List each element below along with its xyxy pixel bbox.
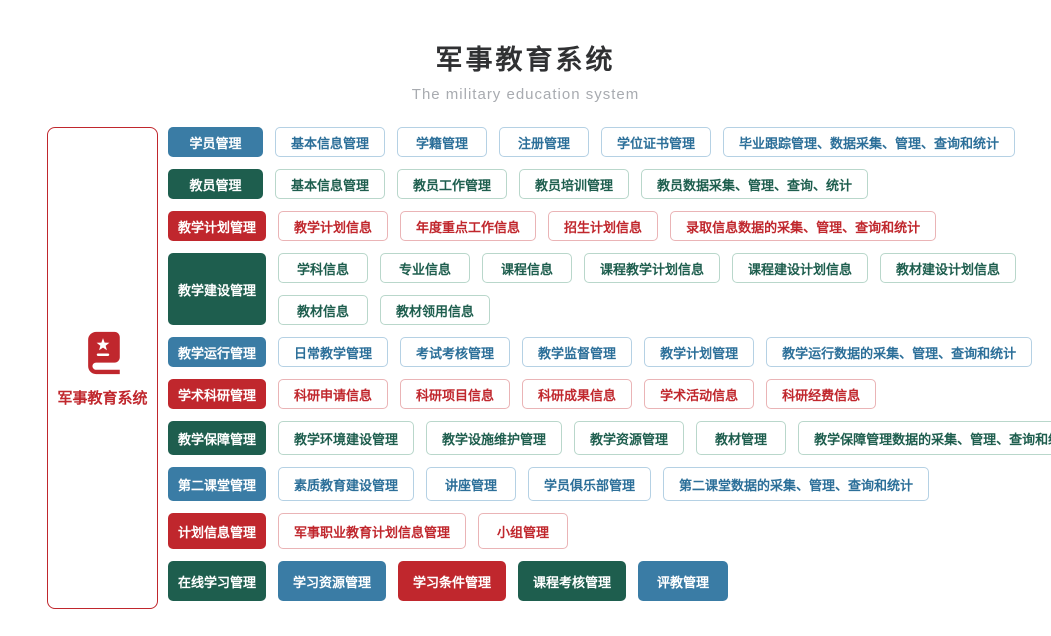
row-items: 素质教育建设管理讲座管理学员俱乐部管理第二课堂数据的采集、管理、查询和统计 <box>278 467 930 501</box>
item-button[interactable]: 学习条件管理 <box>398 561 507 601</box>
item-button[interactable]: 学术活动信息 <box>644 379 755 409</box>
item-button[interactable]: 教学环境建设管理 <box>278 421 415 455</box>
item-button[interactable]: 教学运行数据的采集、管理、查询和统计 <box>766 337 1033 367</box>
item-button[interactable]: 课程教学计划信息 <box>584 253 721 283</box>
item-button[interactable]: 教材管理 <box>696 421 787 455</box>
item-button[interactable]: 年度重点工作信息 <box>400 211 537 241</box>
item-button[interactable]: 教员培训管理 <box>519 169 630 199</box>
item-button[interactable]: 学科信息 <box>278 253 369 283</box>
system-row: 教学建设管理学科信息专业信息课程信息课程教学计划信息课程建设计划信息教材建设计划… <box>168 253 1051 325</box>
row-items: 教学环境建设管理教学设施维护管理教学资源管理教材管理教学保障管理数据的采集、管理… <box>278 421 1051 455</box>
row-items-line: 军事职业教育计划信息管理小组管理 <box>278 513 569 549</box>
item-button[interactable]: 专业信息 <box>380 253 471 283</box>
row-items-line: 教学环境建设管理教学设施维护管理教学资源管理教材管理教学保障管理数据的采集、管理… <box>278 421 1051 455</box>
item-button[interactable]: 教材领用信息 <box>380 295 491 325</box>
system-row: 学术科研管理科研申请信息科研项目信息科研成果信息学术活动信息科研经费信息 <box>168 379 1051 409</box>
root-system-node: 军事教育系统 <box>47 127 158 609</box>
category-button[interactable]: 教员管理 <box>168 169 263 199</box>
row-items: 基本信息管理学籍管理注册管理学位证书管理毕业跟踪管理、数据采集、管理、查询和统计 <box>275 127 1016 157</box>
item-button[interactable]: 注册管理 <box>499 127 590 157</box>
row-items-line: 教材信息教材领用信息 <box>278 295 1016 325</box>
diagram-content: 军事教育系统 学员管理基本信息管理学籍管理注册管理学位证书管理毕业跟踪管理、数据… <box>0 127 1051 609</box>
row-items-line: 学科信息专业信息课程信息课程教学计划信息课程建设计划信息教材建设计划信息 <box>278 253 1017 283</box>
item-button[interactable]: 教材建设计划信息 <box>880 253 1017 283</box>
category-button[interactable]: 学员管理 <box>168 127 263 157</box>
category-button[interactable]: 计划信息管理 <box>168 513 267 549</box>
row-items: 教学计划信息年度重点工作信息招生计划信息录取信息数据的采集、管理、查询和统计 <box>278 211 937 241</box>
category-button[interactable]: 学术科研管理 <box>168 379 267 409</box>
item-button[interactable]: 教材信息 <box>278 295 369 325</box>
category-button[interactable]: 教学运行管理 <box>168 337 267 367</box>
item-button[interactable]: 第二课堂数据的采集、管理、查询和统计 <box>663 467 930 501</box>
item-button[interactable]: 课程信息 <box>482 253 573 283</box>
page-subtitle: The military education system <box>411 86 640 103</box>
category-button[interactable]: 教学保障管理 <box>168 421 267 455</box>
item-button[interactable]: 科研成果信息 <box>522 379 633 409</box>
item-button[interactable]: 教员工作管理 <box>397 169 508 199</box>
system-row: 第二课堂管理素质教育建设管理讲座管理学员俱乐部管理第二课堂数据的采集、管理、查询… <box>168 467 1051 501</box>
book-star-icon <box>87 331 120 374</box>
row-items: 学习资源管理学习条件管理课程考核管理评教管理 <box>278 561 729 601</box>
item-button[interactable]: 基本信息管理 <box>275 127 386 157</box>
item-button[interactable]: 基本信息管理 <box>275 169 386 199</box>
item-button[interactable]: 教学计划管理 <box>644 337 755 367</box>
row-items: 科研申请信息科研项目信息科研成果信息学术活动信息科研经费信息 <box>278 379 877 409</box>
root-system-label: 军事教育系统 <box>57 389 148 407</box>
row-items-line: 基本信息管理学籍管理注册管理学位证书管理毕业跟踪管理、数据采集、管理、查询和统计 <box>275 127 1016 157</box>
item-button[interactable]: 学位证书管理 <box>601 127 712 157</box>
item-button[interactable]: 教学资源管理 <box>574 421 685 455</box>
item-button[interactable]: 教员数据采集、管理、查询、统计 <box>641 169 869 199</box>
item-button[interactable]: 学员俱乐部管理 <box>528 467 652 501</box>
system-row: 在线学习管理学习资源管理学习条件管理课程考核管理评教管理 <box>168 561 1051 601</box>
item-button[interactable]: 学习资源管理 <box>278 561 387 601</box>
category-button[interactable]: 教学建设管理 <box>168 253 267 325</box>
item-button[interactable]: 教学计划信息 <box>278 211 389 241</box>
row-items-line: 素质教育建设管理讲座管理学员俱乐部管理第二课堂数据的采集、管理、查询和统计 <box>278 467 930 501</box>
system-row: 教学计划管理教学计划信息年度重点工作信息招生计划信息录取信息数据的采集、管理、查… <box>168 211 1051 241</box>
system-row: 学员管理基本信息管理学籍管理注册管理学位证书管理毕业跟踪管理、数据采集、管理、查… <box>168 127 1051 157</box>
item-button[interactable]: 小组管理 <box>478 513 569 549</box>
item-button[interactable]: 教学保障管理数据的采集、管理、查询和统计 <box>798 421 1051 455</box>
item-button[interactable]: 评教管理 <box>638 561 729 601</box>
page-title: 军事教育系统 <box>435 45 616 75</box>
system-row: 教员管理基本信息管理教员工作管理教员培训管理教员数据采集、管理、查询、统计 <box>168 169 1051 199</box>
row-items-line: 科研申请信息科研项目信息科研成果信息学术活动信息科研经费信息 <box>278 379 877 409</box>
row-items-line: 日常教学管理考试考核管理教学监督管理教学计划管理教学运行数据的采集、管理、查询和… <box>278 337 1033 367</box>
item-button[interactable]: 日常教学管理 <box>278 337 389 367</box>
category-button[interactable]: 在线学习管理 <box>168 561 267 601</box>
page-header: 军事教育系统 The military education system <box>0 0 1051 103</box>
system-row: 计划信息管理军事职业教育计划信息管理小组管理 <box>168 513 1051 549</box>
item-button[interactable]: 教学设施维护管理 <box>426 421 563 455</box>
category-button[interactable]: 第二课堂管理 <box>168 467 267 501</box>
row-items-line: 基本信息管理教员工作管理教员培训管理教员数据采集、管理、查询、统计 <box>275 169 869 199</box>
item-button[interactable]: 军事职业教育计划信息管理 <box>278 513 467 549</box>
item-button[interactable]: 素质教育建设管理 <box>278 467 415 501</box>
category-button[interactable]: 教学计划管理 <box>168 211 267 241</box>
item-button[interactable]: 讲座管理 <box>426 467 517 501</box>
row-items: 军事职业教育计划信息管理小组管理 <box>278 513 569 549</box>
item-button[interactable]: 录取信息数据的采集、管理、查询和统计 <box>670 211 937 241</box>
system-row: 教学保障管理教学环境建设管理教学设施维护管理教学资源管理教材管理教学保障管理数据… <box>168 421 1051 455</box>
system-row: 教学运行管理日常教学管理考试考核管理教学监督管理教学计划管理教学运行数据的采集、… <box>168 337 1051 367</box>
item-button[interactable]: 课程考核管理 <box>518 561 627 601</box>
row-items-line: 学习资源管理学习条件管理课程考核管理评教管理 <box>278 561 729 601</box>
item-button[interactable]: 科研项目信息 <box>400 379 511 409</box>
item-button[interactable]: 课程建设计划信息 <box>732 253 869 283</box>
item-button[interactable]: 科研申请信息 <box>278 379 389 409</box>
row-items: 日常教学管理考试考核管理教学监督管理教学计划管理教学运行数据的采集、管理、查询和… <box>278 337 1033 367</box>
item-button[interactable]: 考试考核管理 <box>400 337 511 367</box>
row-items: 学科信息专业信息课程信息课程教学计划信息课程建设计划信息教材建设计划信息教材信息… <box>278 253 1017 325</box>
item-button[interactable]: 毕业跟踪管理、数据采集、管理、查询和统计 <box>723 127 1016 157</box>
item-button[interactable]: 招生计划信息 <box>548 211 659 241</box>
item-button[interactable]: 学籍管理 <box>397 127 488 157</box>
system-rows: 学员管理基本信息管理学籍管理注册管理学位证书管理毕业跟踪管理、数据采集、管理、查… <box>168 127 1051 609</box>
item-button[interactable]: 教学监督管理 <box>522 337 633 367</box>
item-button[interactable]: 科研经费信息 <box>766 379 877 409</box>
row-items: 基本信息管理教员工作管理教员培训管理教员数据采集、管理、查询、统计 <box>275 169 869 199</box>
row-items-line: 教学计划信息年度重点工作信息招生计划信息录取信息数据的采集、管理、查询和统计 <box>278 211 937 241</box>
